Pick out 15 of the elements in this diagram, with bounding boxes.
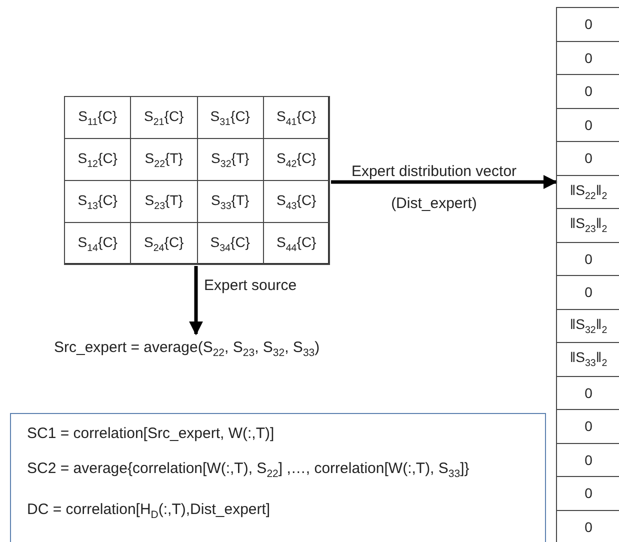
arrow (331, 175, 558, 189)
table-cell: S$_{14}${C} (64, 222, 132, 265)
formula-text: SC2 = average{correlation[W(:,T), S$_{22}$] ,…, correlation[W(:,T), S$_{33}$]} (27, 459, 470, 482)
vector-column (556, 7, 619, 542)
table-cell: S$_{44}${C} (262, 222, 330, 265)
table-cell: S$_{11}${C} (64, 96, 132, 139)
formula-panel (10, 413, 546, 542)
arrow (189, 266, 203, 336)
table-cell: 0 (556, 7, 619, 42)
table-frame (64, 96, 329, 264)
formula-text: DC = correlation[H$_{D}$(:,T),Dist_expert] (27, 500, 272, 523)
formula-text: SC1 = correlation[Src_expert, W(:,T)] (27, 424, 276, 444)
table-cell: S$_{41}${C} (262, 96, 330, 139)
formula-text: Src_expert = average(S$_{22}$, S$_{23}$, S$_{32}$, S$_{33}$) (54, 338, 321, 361)
edge-label: Expert distribution vector (Dist_expert) (350, 162, 518, 214)
